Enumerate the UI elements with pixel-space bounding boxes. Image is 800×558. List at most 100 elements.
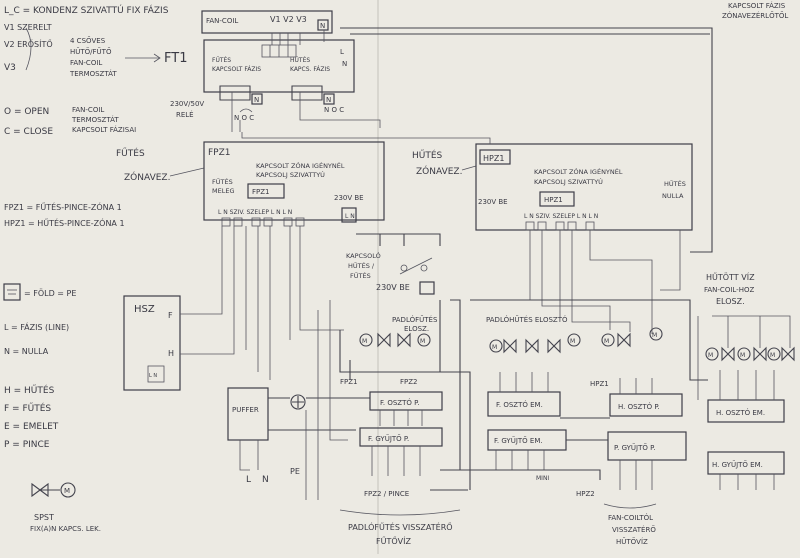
switch-label-1: KAPCSOLÓ: [346, 251, 381, 260]
hpz1-inner-label: HPZ1: [544, 196, 563, 204]
fpz1-side-1: FŰTÉS: [212, 177, 233, 186]
manifold-label-3: F. GYŰJTŐ EM.: [494, 436, 543, 445]
fpz1-pwr-terms: L N: [345, 213, 355, 220]
bottom-right-3: HŰTŐVÍZ: [616, 537, 648, 546]
svg-text:M: M: [770, 352, 775, 359]
manifold-h-oszto-em: H. OSZTÓ EM.: [707, 370, 785, 423]
n-definition: N = NULLA: [4, 347, 49, 356]
hsz-unit: HSZ F H L N: [123, 226, 235, 391]
legend-v-note-4: TERMOSZTÁT: [69, 69, 117, 78]
ft1-inner-1: FŰTÉS: [212, 56, 231, 64]
legend-line-v1: V1 SZERELT: [4, 23, 52, 32]
legend-close: C = CLOSE: [4, 127, 53, 137]
relay-note-1: 230V/50V: [170, 100, 204, 108]
hpz1-box: [475, 143, 693, 231]
hpz1-header-1: HŰTÉS: [412, 149, 443, 161]
legend-v-note-3: FAN-COIL: [70, 59, 102, 67]
hsz-label: HSZ: [134, 304, 155, 315]
futes-zonavez-2: ZÓNAVEZ.: [124, 171, 170, 183]
top-right-wire: [340, 27, 713, 253]
fan-coil-box: [201, 10, 333, 34]
legend-open: O = OPEN: [4, 107, 49, 117]
small-hpz1: HPZ1: [590, 380, 609, 388]
hutott-viz-3: ELOSZ.: [716, 297, 745, 306]
manifold-label-4: H. OSZTÓ P.: [618, 402, 660, 411]
svg-text:M: M: [604, 338, 609, 345]
legend-arrow-ft1-head: [153, 53, 161, 63]
switch-label-3: FŰTÉS: [350, 271, 371, 280]
relay-terms-left: N O C: [234, 114, 254, 122]
hsz-stub: L N: [149, 373, 157, 379]
futes-zonavez-arrow: [169, 167, 205, 177]
bottom-center-1: PADLÓFŰTÉS VISSZATÉRŐ: [348, 521, 453, 532]
hpz1-controller: HŰTÉS ZÓNAVEZ. HPZ1 KAPCSOLT ZÓNA IGÉNYN…: [241, 132, 693, 231]
fpz1-controller: FPZ1 KAPCSOLT ZÓNA IGÉNYNÉL KAPCSOLJ SZI…: [203, 141, 385, 227]
hpz1-side-1: HŰTÉS: [664, 179, 686, 188]
svg-text:N: N: [254, 96, 259, 104]
svg-text:M: M: [570, 338, 575, 345]
bottom-l: L: [246, 475, 251, 485]
bottom-center-2: FŰTŐVÍZ: [376, 535, 411, 546]
valve-note-2: FIX(A)N KAPCS. LEK.: [30, 525, 101, 533]
small-fpz2: FPZ2: [400, 378, 418, 386]
bottom-n: N: [262, 475, 269, 485]
manifold-h-gyujto-em: H. GYŰJTŐ EM.: [707, 451, 785, 490]
svg-text:M: M: [708, 352, 713, 359]
top-right-note-2: ZÓNAVEZÉRLŐTŐL: [722, 11, 788, 20]
svg-text:M: M: [362, 338, 367, 345]
manifold-label-5: P. GYŰJTŐ P.: [614, 443, 656, 452]
hpz1-inner-box: [539, 191, 575, 207]
legend-line-v2: V2 ERŐSÍTŐ: [4, 38, 53, 49]
bottom-brace-center: [339, 509, 461, 516]
legend-oc-note-2: TERMOSZTÁT: [71, 115, 119, 124]
small-fpz1: FPZ1: [340, 378, 358, 386]
legend-oc-note-3: KAPCSOLT FÁZISAI: [72, 125, 136, 134]
relay-coil: [219, 85, 251, 101]
fpz1-inner-box: [247, 183, 285, 199]
svg-text:M: M: [420, 338, 425, 345]
hsz-h: H: [168, 349, 174, 358]
hpz1-pwr: 230V BE: [478, 198, 508, 206]
svg-text:M: M: [64, 487, 70, 495]
manifold-h-oszto-p: H. OSZTÓ P.: [609, 378, 683, 417]
legend-v-note-2: HŰTŐ/FŰTŐ: [70, 47, 112, 56]
fpz1-line-1: KAPCSOLT ZÓNA IGÉNYNÉL: [256, 161, 345, 170]
legend-line-lc: L_C = KONDENZ SZIVATTÚ FIX FÁZIS: [4, 4, 169, 16]
buffer-label: PUFFER: [232, 406, 259, 414]
manifold-label-7: H. GYŰJTŐ EM.: [712, 460, 763, 469]
manifold-label-2: F. OSZTÓ EM.: [496, 400, 543, 409]
hsz-box: [123, 295, 181, 391]
l-definition: L = FÁZIS (LINE): [4, 321, 69, 332]
ft1-inner-2: KAPCSOLT FÁZIS: [212, 66, 261, 73]
hpz1-title-box: [479, 149, 511, 165]
manifold-label-1: F. GYŰJTŐ P.: [368, 434, 409, 443]
padlofutes-label-2: ELOSZ.: [404, 325, 429, 333]
bottom-right-1: FAN-COILTÓL: [608, 513, 653, 522]
fpz1-inner-label: FPZ1: [252, 188, 270, 196]
heating-valves: M M: [359, 332, 431, 348]
relay-terms-right: N O C: [324, 106, 344, 114]
def-p: P = PINCE: [4, 440, 50, 450]
manifold-p-gyujto-p: P. GYŰJTŐ P.: [607, 431, 687, 490]
ft1-label: FT1: [164, 51, 187, 66]
legend-brace: [25, 27, 32, 71]
manifold-f-oszto-em: F. OSZTÓ EM.: [487, 372, 561, 417]
svg-text:N: N: [326, 96, 331, 104]
switch-label-2: HŰTÉS /: [348, 261, 375, 270]
hpz1-title: HPZ1: [483, 154, 504, 163]
pump-icon: [290, 394, 306, 410]
valve-note-1: SPST: [34, 513, 54, 522]
legend-oc-note-1: FAN-COIL: [72, 106, 104, 114]
legend-v-note-1: 4 CSŐVES: [70, 36, 106, 45]
svg-text:M: M: [652, 332, 657, 339]
fpz1-title: FPZ1: [208, 148, 231, 158]
small-hpz2: HPZ2: [576, 490, 595, 498]
hpz1-bottom-labels: L N SZIV. SZELEP L N L N: [524, 213, 598, 220]
def-h: H = HŰTÉS: [4, 384, 55, 396]
hutott-viz-2: FAN-COIL-HOZ: [704, 286, 754, 294]
fpz1-line-2: KAPCSOLJ SZIVATTYÚ: [256, 170, 325, 179]
ft1-inner-3: HŰTÉS: [290, 56, 310, 64]
relay-coil-2: [291, 85, 323, 101]
mini-label: MINI: [536, 475, 549, 482]
